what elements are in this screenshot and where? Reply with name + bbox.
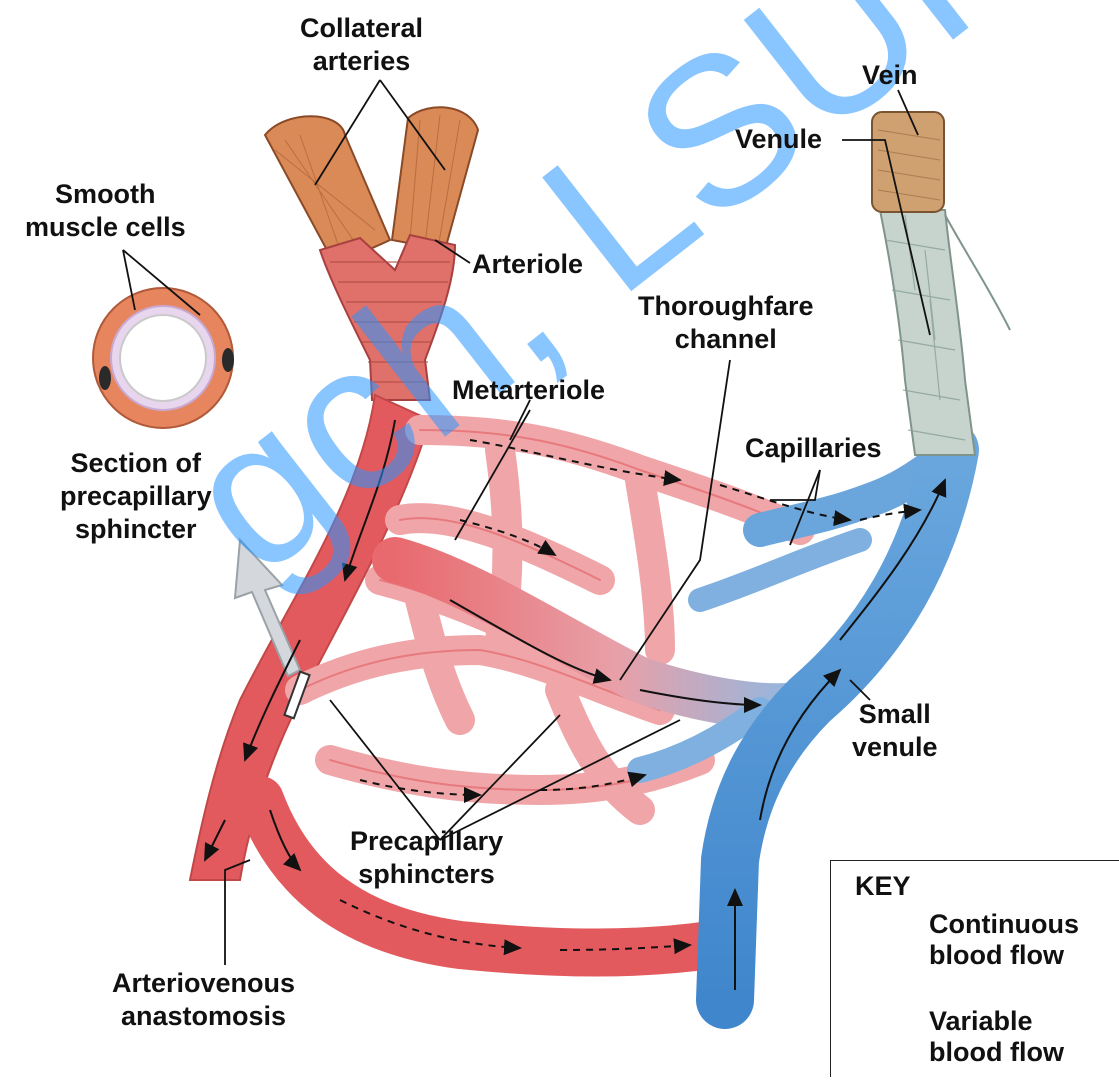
label-vein: Vein <box>862 59 918 92</box>
key-variable-label: Variable blood flow <box>929 1006 1064 1068</box>
arteriole-trunk <box>320 235 455 400</box>
label-arteriole: Arteriole <box>472 248 583 281</box>
label-collateral-arteries: Collateral arteries <box>300 12 423 78</box>
collateral-arteries <box>265 107 478 265</box>
label-venule: Venule <box>735 123 822 156</box>
label-metarteriole: Metarteriole <box>452 374 605 407</box>
label-thoroughfare-channel: Thoroughfare channel <box>638 290 814 356</box>
label-smooth-muscle-cells: Smooth muscle cells <box>25 178 186 244</box>
main-artery <box>190 395 430 880</box>
label-capillaries: Capillaries <box>745 432 882 465</box>
key-title: KEY <box>855 871 911 902</box>
label-small-venule: Small venule <box>852 698 938 764</box>
label-arteriovenous-anastomosis: Arteriovenous anastomosis <box>112 967 295 1033</box>
key-panel: KEY Continuous blood flow Variable blood… <box>830 860 1119 1077</box>
sphincter-section-ring <box>93 288 234 428</box>
label-precapillary-sphincters: Precapillary sphincters <box>350 825 503 891</box>
key-continuous-label: Continuous blood flow <box>929 909 1079 971</box>
label-section-precapillary-sphincter: Section of precapillary sphincter <box>60 447 212 546</box>
venule-tube <box>872 112 1010 455</box>
